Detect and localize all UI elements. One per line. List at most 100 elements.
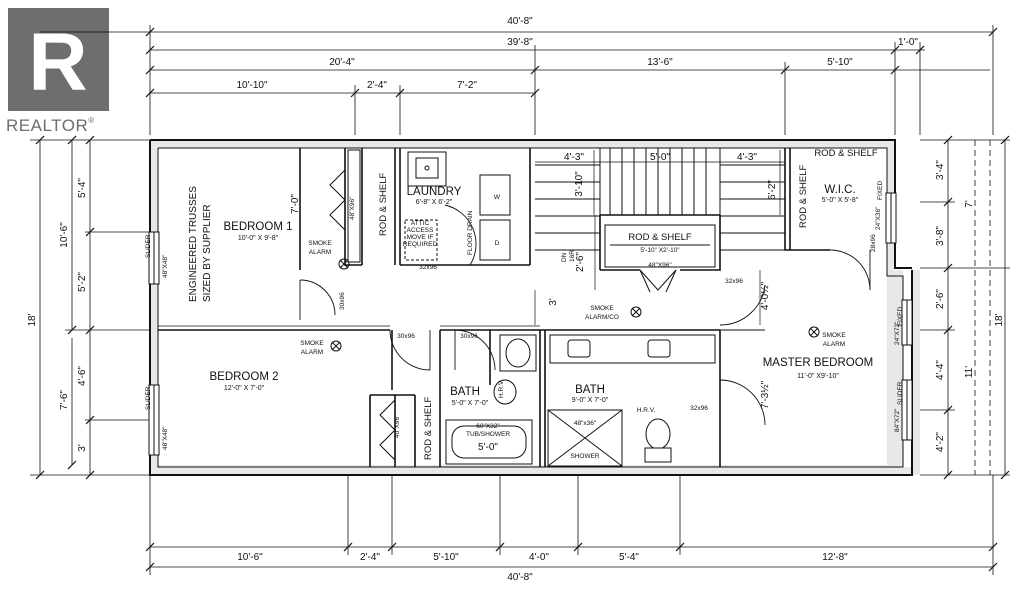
right-dimension-ticks [943,135,1010,480]
fixed-label: FIXED [897,307,904,326]
bottom-dim-a: 10'-6" [237,552,263,563]
bottom-dimension-lines [149,475,994,575]
inner-dim: 6'-2" [767,180,778,200]
closet-door-40-label: 40"X96" [394,414,401,438]
bedroom1-name: BEDROOM 1 [223,221,292,233]
wic-name: W.I.C. [824,184,855,196]
fixed-label: FIXED [877,181,884,200]
smoke-alarm-icon [330,340,342,352]
bath2-name: BATH [575,384,605,396]
inner-dim: 4'-3" [737,152,757,163]
smoke-alarms [330,258,820,352]
right-dim-a: 3'-4" [935,160,946,180]
tub-length: 5'-0" [478,442,498,453]
tub-label: TUB/SHOWER [466,431,510,438]
realtor-wordmark: REALTOR® [6,116,95,136]
top-dim-a: 20'-4" [329,57,355,68]
window-48-label: 48"X48" [162,254,169,278]
door-30-label: 30x96 [339,292,346,310]
rod-shelf-label: ROD & SHELF [798,164,809,228]
right-dimension-lines [910,139,1010,476]
top-dim-d: 10'-10" [236,80,267,91]
left-dim-c: 5'-2" [77,272,88,292]
laundry-size: 6'-8" X 6'-2" [416,199,453,206]
attic-label: ATTIC [411,220,430,227]
bottom-dimension-ticks [145,542,998,572]
rod-shelf-label: ROD & SHELF [378,172,389,236]
window-84x72-label: 84"X72" [894,408,901,432]
alarm-label: ALARM [301,349,323,356]
top-inner-dim: 39'-8" [507,37,533,48]
floor-drain-label: FLOOR DRAIN [467,210,474,255]
left-dim-e: 7'-6" [59,390,70,410]
slider-label: SLIDER [897,381,904,405]
inner-dim: 3'-10" [574,171,585,197]
door-32-label: 32x96 [690,405,708,412]
rod-shelf-label: ROD & SHELF [814,148,878,159]
top-overall-dim: 40'-8" [507,16,533,27]
hall-closet [604,224,716,293]
smoke-alarm-icon [808,326,820,338]
bottom-overall-dim: 40'-8" [507,572,533,583]
door-30-label: 30x96 [397,333,415,340]
inner-dim: 4'-0½" [760,281,771,310]
closet-door-48-label: 48"X96" [349,196,356,220]
door-window-labels: 32x96 32x96 32x96 30x96 30x96 30x96 28x9… [162,196,901,450]
closet-door-48-label: 48"X96" [648,262,672,269]
hrv-label: H.R.V. [637,407,656,414]
bedroom2-name: BEDROOM 2 [209,371,278,383]
door-32-label: 32x96 [725,278,743,285]
annotation-labels: ENGINEERED TRUSSES SIZED BY SUPPLIER ROD… [145,148,904,460]
inner-dim: 2'-6" [575,252,586,272]
bath1-size: 5'-0" X 7'-0" [452,400,489,407]
smoke-co-alarm-icon [630,306,642,318]
top-dimension-lines [40,25,994,135]
window-48-label: 48"X48" [162,426,169,450]
smoke-label: SMOKE [300,340,324,347]
inner-dim: 7'-0" [290,194,301,214]
bottom-dim-d: 4'-0" [529,552,549,563]
slider-label: SLIDER [145,386,152,410]
bottom-dim-c: 5'-10" [433,552,459,563]
move-if-label: MOVE IF [407,234,434,241]
inner-dim: 4'-3" [564,152,584,163]
door-30-label: 30x96 [460,333,478,340]
right-dim-g: 4'-2" [935,432,946,452]
window-24x72-label: 24"X72" [894,321,901,345]
left-dim-a: 5'-4" [77,178,88,198]
left-dim-d: 4'-6" [77,366,88,386]
bottom-dim-f: 12'-8" [822,552,848,563]
master-name: MASTER BEDROOM [763,357,874,369]
window-24x36-label: 24"X36" [875,206,882,230]
bedroom2-size: 12'-0" X 7'-0" [224,385,265,392]
access-label: ACCESS [407,227,434,234]
inner-dim: 5'-0" [650,152,670,163]
door-32-label: 32x96 [419,264,437,271]
top-dim-b: 13'-6" [647,57,673,68]
right-dim-e: 4'-4" [935,360,946,380]
top-dim-f: 7'-2" [457,80,477,91]
staircase [535,148,785,251]
interior-dimension-lines [534,150,785,325]
rod-shelf-label: ROD & SHELF [628,232,692,243]
rod-shelf-label: ROD & SHELF [423,396,434,460]
left-dim-f: 3' [77,444,88,452]
stair-down-label: DN [561,252,568,262]
shower-label: SHOWER [570,453,600,460]
door-swings [299,204,871,426]
bedroom1-closet-doors [329,149,361,263]
smoke-label: SMOKE [822,332,846,339]
shower-size: 48"x36" [574,420,597,427]
alarm-label: ALARM [309,249,331,256]
top-offset-dim: 1'-0" [898,37,918,48]
bottom-dim-e: 5'-4" [619,552,639,563]
right-dim-b: 7' [964,200,975,208]
alarm-co-label: ALARM/CO [585,314,619,321]
bath-fixtures [445,334,716,467]
bath1-name: BATH [450,386,480,398]
master-size: 11'-0" X9'-10" [797,373,839,380]
bottom-dim-b: 2'-4" [360,552,380,563]
trusses-note-line2: SIZED BY SUPPLIER [202,204,213,302]
left-dimension-ticks [35,135,95,480]
